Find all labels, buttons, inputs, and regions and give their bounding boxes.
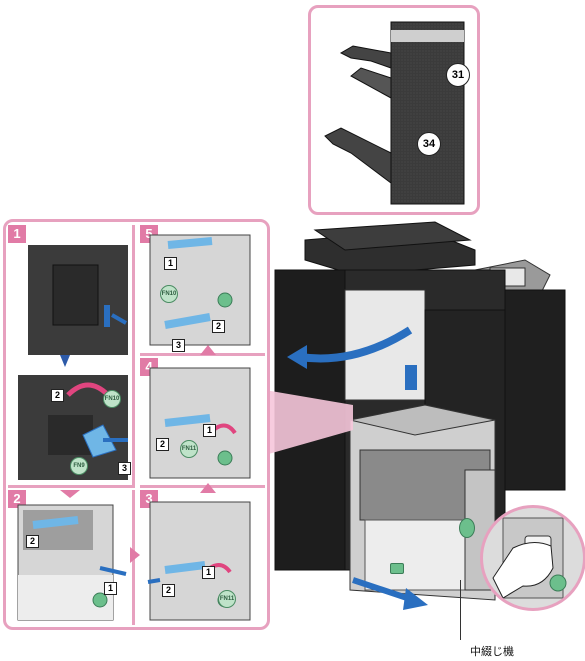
step-5-tag-2: 2: [212, 320, 225, 333]
step-flow-arrows: [60, 345, 216, 563]
handle-detail-circle: [480, 505, 585, 611]
step-1-panel: 1 2 3 FN10 FN9: [8, 225, 135, 488]
hand-pulling-icon: [492, 517, 567, 599]
step-3-panel: 3 1 2 FN11: [140, 490, 265, 625]
step-5-tag-3: 3: [172, 339, 185, 352]
step-4-fn11-badge: FN11: [180, 440, 198, 458]
step-4-tag-2: 2: [156, 438, 169, 451]
step-2-tag-1: 1: [104, 582, 117, 595]
green-handle: [390, 563, 404, 574]
step-5-tag-1: 1: [164, 257, 177, 270]
step-1-fn10-badge: FN10: [103, 390, 121, 408]
step-3-tag-2: 2: [162, 584, 175, 597]
finisher-illustration: [324, 21, 465, 205]
step-3-fn11-badge: FN11: [218, 590, 236, 608]
step-4-illustration: [149, 367, 251, 479]
step-1-number: 1: [8, 225, 26, 243]
step-5-fn10-badge: FN10: [160, 285, 178, 303]
step-4-panel: 4 2 1 FN11: [140, 358, 265, 488]
step-5-panel: 5 1 2 3 FN10: [140, 225, 265, 356]
saddle-stitcher-label: 中綴じ機: [470, 646, 514, 658]
caption-leader-line: [460, 580, 461, 640]
step-2-panel: 2 2 1: [8, 490, 135, 625]
green-knob: [459, 518, 475, 538]
step-1-tag-2: 2: [51, 389, 64, 402]
pull-out-arrow-icon: [352, 577, 428, 610]
step-3-tag-1: 1: [202, 566, 215, 579]
pointer-wedge: [265, 390, 353, 455]
finisher-detail-frame: 31 34: [308, 5, 480, 215]
step-2-tag-2: 2: [26, 535, 39, 548]
open-door-arrow-icon: [287, 326, 413, 369]
step-2-number: 2: [8, 490, 26, 508]
step-1-fn9-badge: FN9: [70, 457, 88, 475]
step-4-tag-1: 1: [203, 424, 216, 437]
step-2-illustration: [17, 504, 127, 621]
step-1-tag-3: 3: [118, 462, 131, 475]
callout-34: 34: [417, 132, 441, 156]
callout-31: 31: [446, 63, 470, 87]
